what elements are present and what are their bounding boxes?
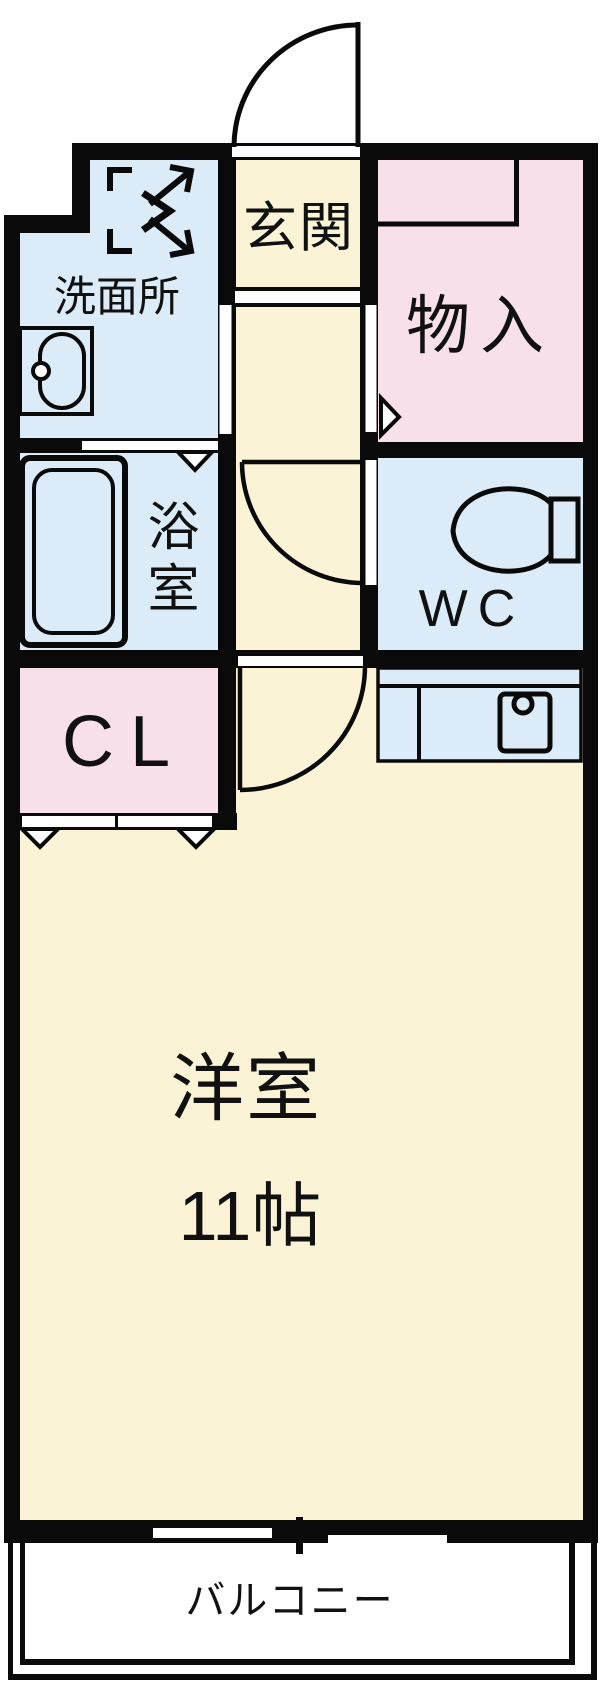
window-center-mark — [296, 1517, 303, 1554]
toilet-icon — [450, 486, 581, 574]
window-pane-left — [153, 1528, 272, 1538]
washbasin-icon — [18, 326, 94, 416]
closet-floor — [20, 668, 218, 813]
bathtub-icon — [19, 455, 128, 648]
wc-door-opening — [365, 460, 377, 585]
doors — [231, 22, 368, 793]
balcony-railing — [8, 1543, 597, 1680]
balcony-rail-outer-right — [591, 1543, 597, 1680]
storage-floor — [378, 160, 583, 442]
storage-shelf-line — [378, 160, 519, 227]
window-pane-right — [328, 1535, 447, 1544]
kitchen-counter-top — [376, 666, 583, 763]
entrance-door-arc — [231, 22, 359, 148]
bathroom-label: 浴室 — [139, 499, 197, 623]
entrance-label: 玄関 — [243, 198, 355, 258]
storage-door-opening — [365, 305, 377, 432]
entrance-hall-sliding-door — [235, 291, 360, 303]
bathroom-door-arrow-icon — [173, 450, 217, 473]
closet-door-arrow-left-icon — [17, 827, 63, 850]
balcony-rail-inner-left — [20, 1543, 25, 1665]
washroom-sliding-door — [219, 305, 232, 434]
main-room-label: 洋室 — [170, 1047, 322, 1130]
storage-label: 物入 — [406, 290, 554, 362]
closet-door-arrow-right-icon — [173, 827, 219, 850]
bathroom-floor — [20, 453, 218, 650]
closet-label: CL — [61, 702, 187, 782]
wall-left-upper — [72, 143, 90, 233]
main-room-door-arc — [239, 665, 368, 793]
balcony-rail-inner-bottom — [20, 1659, 575, 1665]
wall-left-step — [4, 215, 90, 233]
door-arrows — [17, 392, 402, 850]
wall-storage-bottom — [360, 442, 598, 458]
wall-openings — [22, 146, 447, 1544]
washroom-label: 洗面所 — [53, 273, 181, 320]
main-room-size-label: 11帖 — [178, 1177, 322, 1255]
wall-washroom-hall — [218, 160, 236, 830]
bathroom-door-opening — [82, 441, 218, 450]
kitchen-counter — [376, 666, 583, 763]
entrance-opening — [232, 146, 360, 157]
room-floors — [20, 158, 583, 1520]
balcony-rail-outer-left — [8, 1543, 13, 1680]
closet-sliding-door-left — [22, 816, 115, 827]
kitchen-faucet-icon — [511, 692, 535, 716]
closet-sliding-door-right — [118, 816, 212, 827]
balcony-label: バルコニー — [185, 1579, 395, 1623]
wc-door-arc — [239, 461, 364, 586]
wc-label: WC — [418, 580, 526, 638]
washing-machine-pan-icon — [107, 164, 195, 258]
storage-door-arrow-icon — [379, 392, 402, 440]
wall-left-outer — [4, 215, 20, 1543]
balcony-rail-inner-right — [569, 1543, 575, 1665]
wall-right-outer — [583, 143, 598, 1543]
washroom-floor-lower — [20, 232, 218, 438]
hall-door-opening — [238, 656, 363, 666]
balcony-rail-outer-bottom — [8, 1674, 597, 1680]
